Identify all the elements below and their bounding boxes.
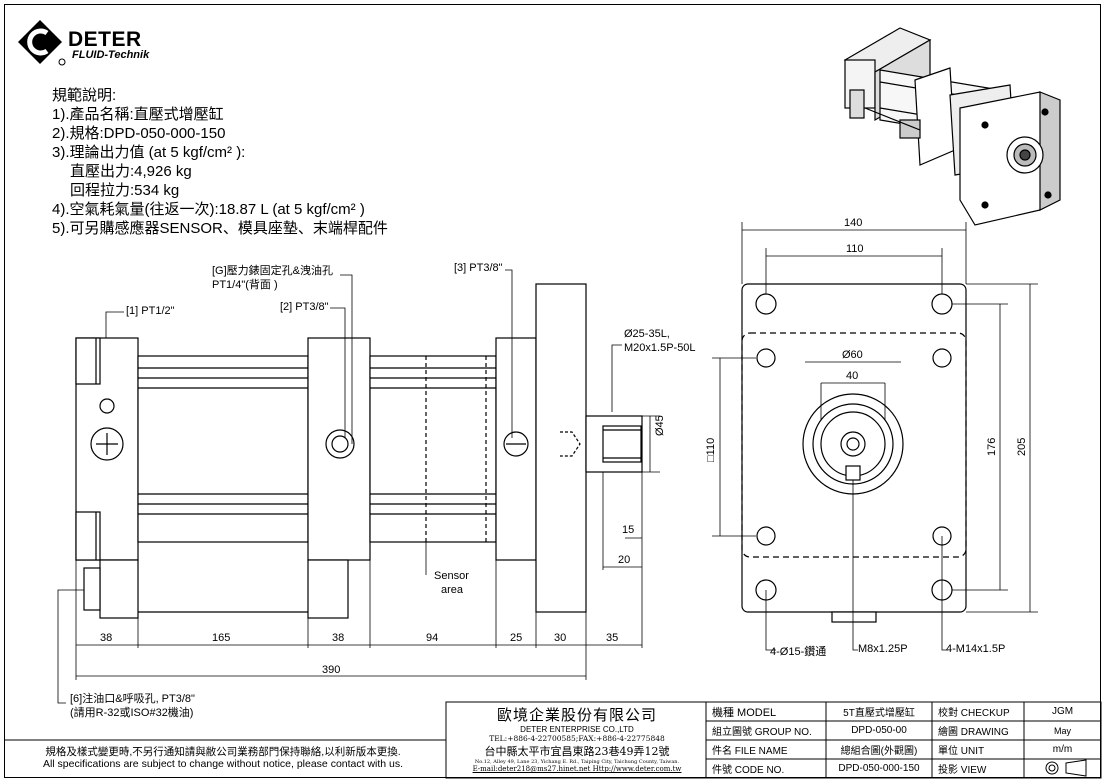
d45-label: Ø45 [654, 415, 666, 436]
tb-model-label: 機種 MODEL [712, 706, 777, 719]
rod-thread-label: M20x1.5P-50L [624, 342, 696, 354]
thread-callout: M8x1.25P [858, 643, 908, 655]
dim-140: 140 [844, 217, 863, 229]
company-address-en: No.12, Alley 49, Lane 23, Yichang E. Rd.… [474, 759, 680, 765]
tb-file: 總組合圖(外觀圖) [840, 746, 918, 757]
brand-name: DETER [68, 28, 142, 51]
port-g-label: [G]壓力錶固定孔&洩油孔 [212, 265, 334, 277]
tapped-hole-callout: 4-M14x1.5P [946, 643, 1006, 655]
spec-block: 規範說明: 1).產品名稱:直壓式增壓缸 2).規格:DPD-050-000-1… [52, 86, 388, 238]
d20-label: 20 [618, 554, 631, 566]
hole-callout: 4-Ø15-鑽通 [770, 646, 827, 658]
front-view [741, 283, 967, 623]
tb-group: DPD-050-00 [851, 725, 907, 736]
rod-label: Ø25-35L, [624, 328, 670, 340]
dim-38a: 38 [100, 632, 113, 644]
company-block: 歐境企業股份有限公司 DETER ENTERPRISE CO.,LTD TEL:… [448, 704, 706, 773]
dim-40: 40 [846, 370, 859, 382]
title-block-grid [4, 701, 1102, 779]
tb-drawing: May [1053, 725, 1071, 736]
dim-d60: Ø60 [842, 349, 863, 361]
side-dimensions [57, 269, 660, 704]
spec-line: 3).理論出力值 (at 5 kgf/cm² ): [52, 144, 246, 161]
brand-subtitle: FLUID-Technik [72, 49, 150, 61]
d15-label: 15 [622, 524, 635, 536]
dim-30: 30 [554, 632, 567, 644]
port-1-label: [1] PT1/2" [126, 305, 175, 317]
sensor-label: Sensor [434, 570, 469, 582]
tb-code: DPD-050-000-150 [838, 763, 920, 774]
spec-line: 1).產品名稱:直壓式增壓缸 [52, 106, 224, 123]
port-g-sub-label: PT1/4"(背面 ) [212, 279, 278, 291]
spec-line: 2).規格:DPD-050-000-150 [52, 125, 226, 142]
dim-35: 35 [606, 632, 619, 644]
tb-code-label: 件號 CODE NO. [712, 765, 785, 776]
company-tel: TEL:+886-4-22700585;FAX:+886-4-22775848 [489, 734, 665, 743]
dim-176: 176 [986, 437, 998, 456]
note-cn: 規格及樣式變更時,不另行通知請與敝公司業務部門保持聯絡,以利新版本更換. [45, 746, 401, 758]
spec-line: 5).可另購感應器SENSOR、模具座墊、末端桿配件 [52, 220, 388, 237]
company-address: 台中縣太平市宜昌東路23巷49弄12號 [484, 745, 670, 758]
dim-94: 94 [426, 632, 439, 644]
dim-165: 165 [212, 632, 231, 644]
port-6-label: [6]注油口&呼吸孔, PT3/8" [70, 693, 195, 705]
tb-file-label: 件名 FILE NAME [712, 746, 788, 757]
deter-logo-icon [18, 20, 66, 66]
company-name: 歐境企業股份有限公司 [496, 706, 657, 724]
company-web: E-mail:deter218@ms27.hinet.net Http://ww… [472, 765, 682, 773]
side-view [75, 283, 643, 619]
front-dimensions [712, 222, 1038, 651]
port-2-label: [2] PT3/8" [280, 301, 329, 313]
company-name-en: DETER ENTERPRISE CO.,LTD [520, 725, 634, 734]
tb-unit: m/m [1052, 744, 1073, 755]
projection-icon [1040, 760, 1090, 777]
tb-check: JGM [1051, 706, 1074, 717]
dim-25: 25 [510, 632, 523, 644]
spec-heading: 規範說明: [52, 87, 117, 104]
spec-line: 直壓出力:4,926 kg [70, 163, 192, 180]
dim-205: 205 [1016, 437, 1028, 456]
tb-model: 5T直壓式增壓缸 [843, 708, 915, 719]
dim-sq110: □110 [705, 437, 717, 462]
note-en: All specifications are subject to change… [42, 758, 404, 770]
port-6-sub-label: (請用R-32或ISO#32機油) [70, 707, 194, 719]
spec-line: 回程拉力:534 kg [70, 182, 180, 199]
port-3-label: [3] PT3/8" [454, 262, 503, 274]
dim-38b: 38 [332, 632, 345, 644]
tb-view-label: 投影 VIEW [938, 765, 987, 776]
spec-line: 4).空氣耗氣量(往返一次):18.87 L (at 5 kgf/cm² ) [52, 201, 365, 218]
dim-total: 390 [322, 664, 341, 676]
dim-110: 110 [846, 243, 864, 255]
tb-check-label: 校對 CHECKUP [938, 708, 1010, 719]
isometric-view [843, 27, 1061, 226]
tb-unit-label: 單位 UNIT [938, 746, 985, 757]
tb-group-label: 組立圖號 GROUP NO. [712, 727, 812, 738]
tb-drawing-label: 繪圖 DRAWING [938, 727, 1009, 738]
sensor-area-label: area [441, 584, 464, 596]
